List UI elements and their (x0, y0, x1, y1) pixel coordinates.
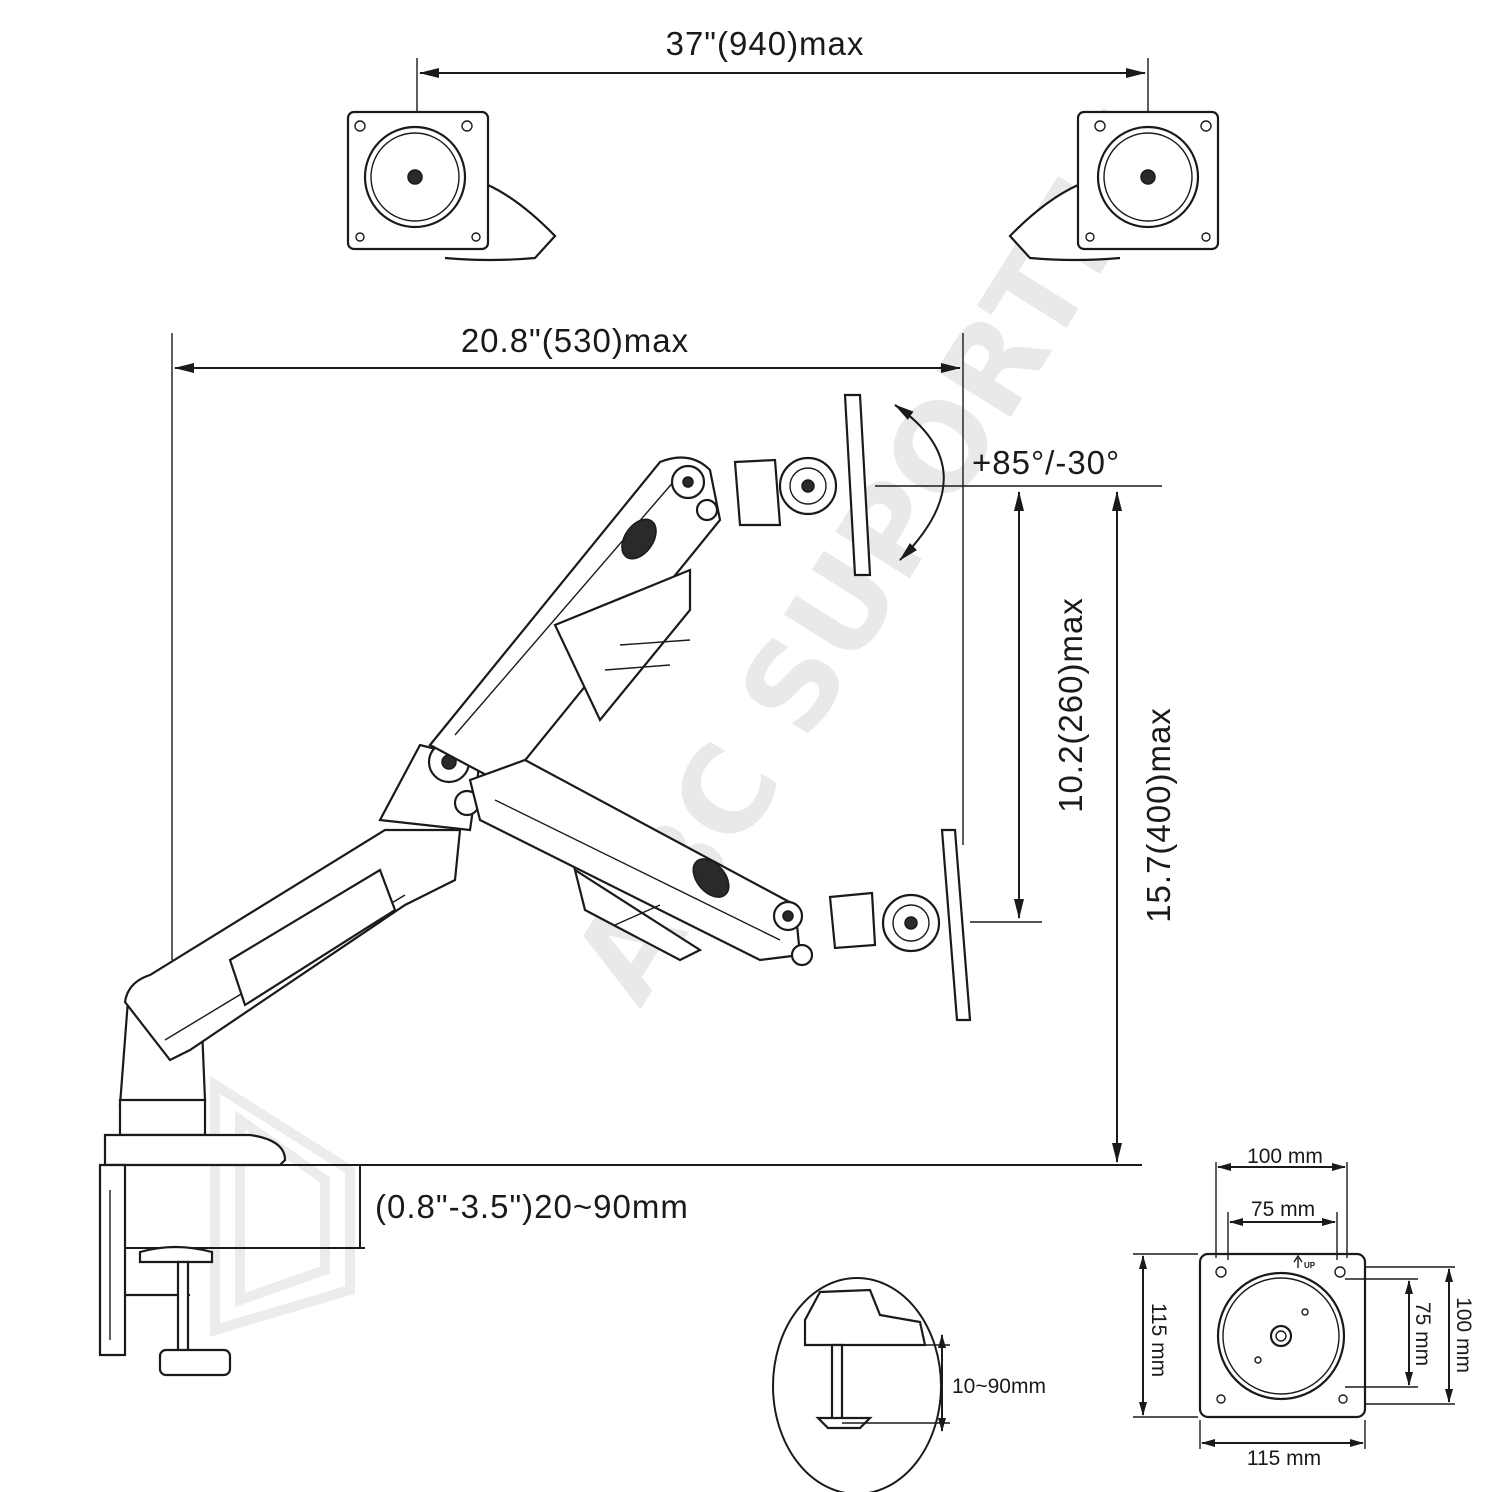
vesa-top-width-label: 100 mm (1247, 1145, 1323, 1168)
desk-surface: (0.8"-3.5")20~90mm (105, 1164, 1142, 1249)
grommet-thickness-label: 10~90mm (952, 1375, 1046, 1398)
left-vesa-plate (346, 110, 557, 262)
vesa-detail: UP 100 mm 75 mm 115 mm 115 mm 75 mm 100 … (1133, 1145, 1475, 1470)
up-arrow-icon (1293, 1254, 1303, 1268)
tilt-label: +85°/-30° (972, 444, 1120, 481)
vesa-inner-height-label: 75 mm (1411, 1302, 1434, 1366)
max-height-label: 15.7(400)max (1140, 707, 1177, 923)
tilt-indicator: +85°/-30° (875, 404, 1162, 561)
desk-thickness-label: (0.8"-3.5")20~90mm (375, 1188, 689, 1225)
monitor-spacing-label: 37"(940)max (666, 25, 865, 62)
right-vesa-plate (1008, 110, 1220, 262)
height-dimensions: 10.2(260)max 15.7(400)max (970, 491, 1177, 1163)
vesa-inner-width-label: 75 mm (1251, 1198, 1315, 1221)
watermark-logo-icon (210, 1075, 355, 1337)
monitor-spacing-view: 37"(940)max (346, 25, 1220, 262)
vesa-up-mark: UP (1304, 1261, 1316, 1270)
vesa-right-height-label: 100 mm (1452, 1297, 1475, 1373)
monitor-arm (98, 393, 972, 1377)
vesa-bottom-width-label: 115 mm (1247, 1447, 1321, 1470)
grommet-detail-inset: 10~90mm (772, 1277, 1046, 1492)
arm-reach-dimension: 20.8"(530)max (171, 322, 964, 960)
height-adjust-label: 10.2(260)max (1052, 597, 1089, 813)
arm-reach-label: 20.8"(530)max (461, 322, 689, 359)
vesa-left-height-label: 115 mm (1147, 1303, 1170, 1377)
